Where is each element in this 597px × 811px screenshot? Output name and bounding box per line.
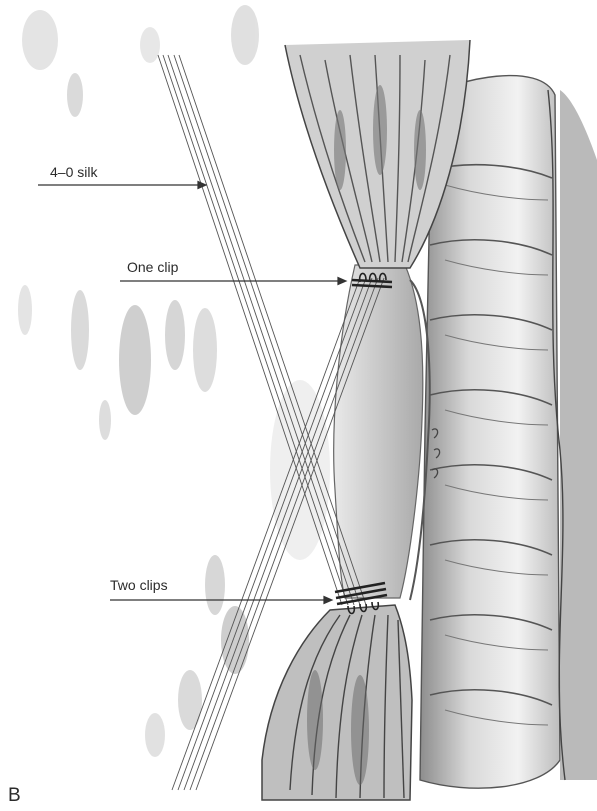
lower-stump: [262, 605, 412, 800]
silk-suture-label: 4–0 silk: [50, 164, 97, 180]
panel-letter: B: [8, 785, 21, 807]
two-clips-arrowhead: [324, 597, 332, 604]
two-clips-label: Two clips: [110, 577, 168, 593]
one-clip-label: One clip: [127, 259, 178, 275]
background-wash: [18, 5, 330, 757]
one-clip-arrowhead: [338, 278, 346, 285]
